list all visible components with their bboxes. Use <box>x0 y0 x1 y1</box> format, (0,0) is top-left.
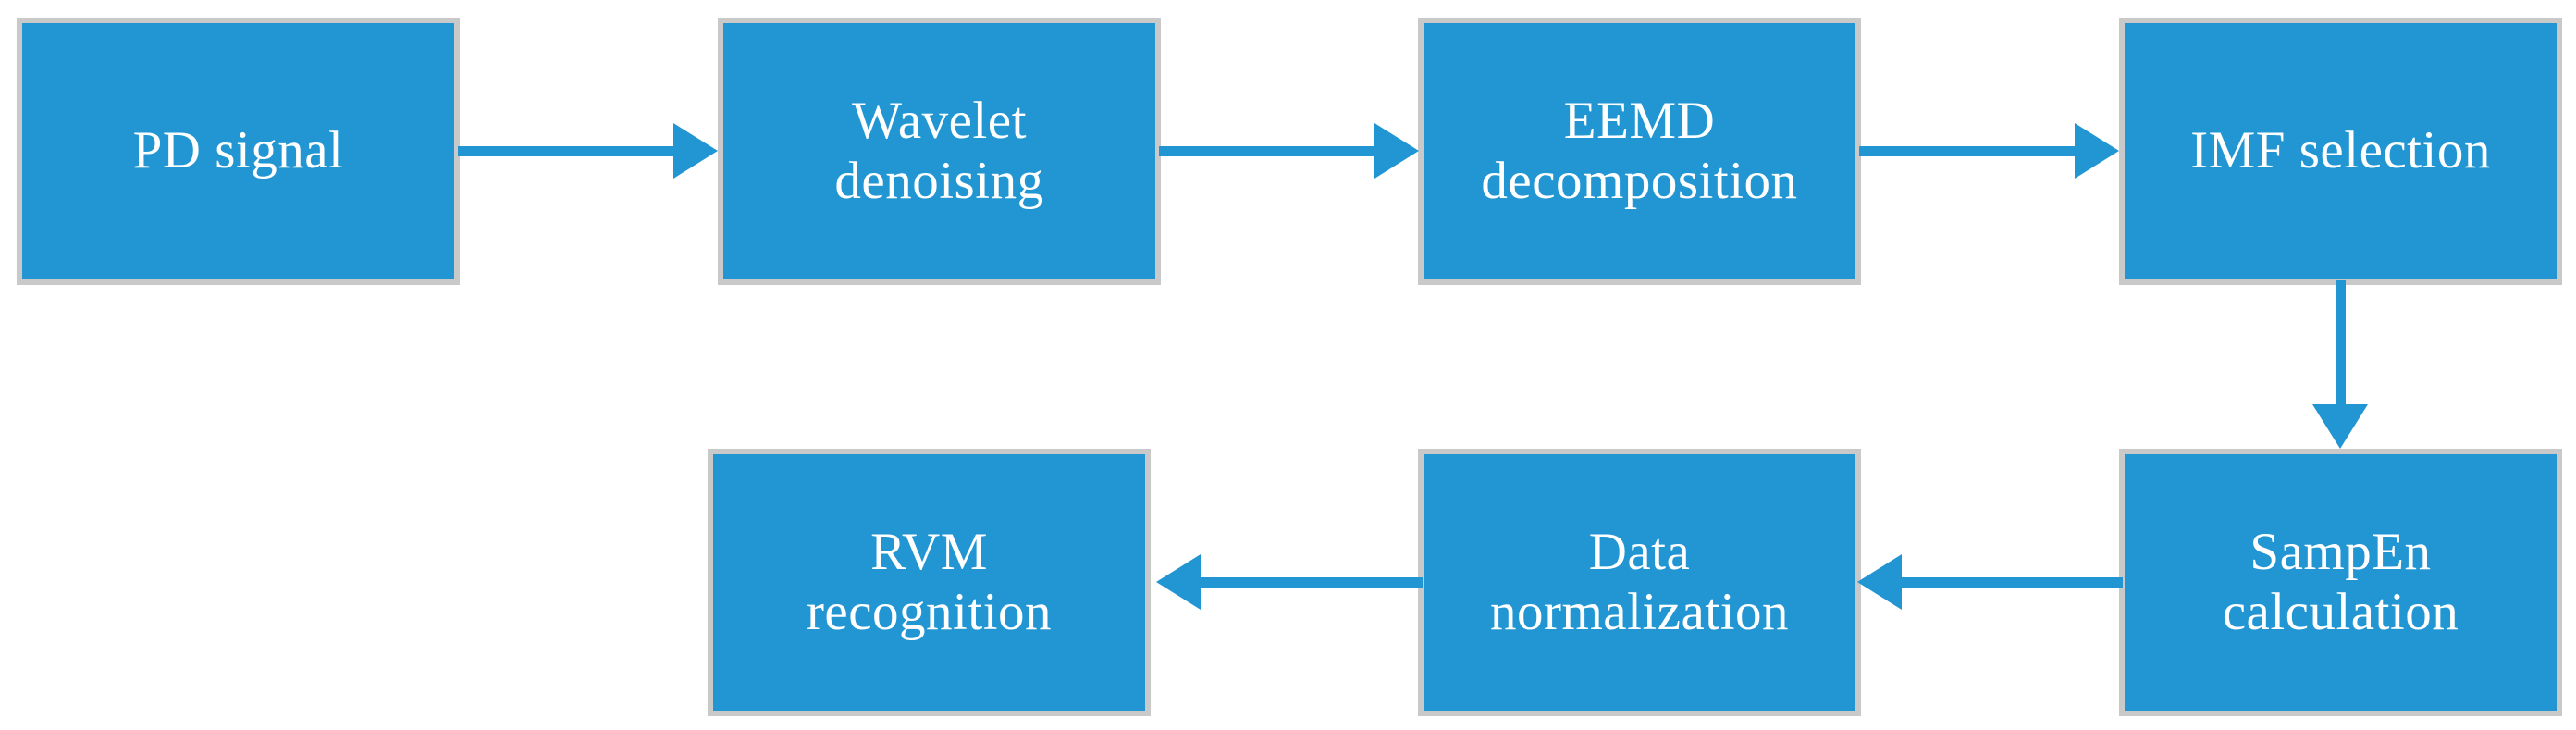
node-eemd-decomposition[interactable]: EEMD decomposition <box>1418 18 1861 285</box>
arrow-left-icon <box>1156 554 1201 610</box>
edge-line <box>1159 146 1381 156</box>
node-pd-signal-label: PD signal <box>132 121 344 180</box>
node-rvm-recognition-label: RVM recognition <box>806 522 1053 641</box>
node-wavelet-denoising[interactable]: Wavelet denoising <box>718 18 1161 285</box>
node-data-normalization[interactable]: Data normalization <box>1418 449 1861 716</box>
arrow-down-icon <box>2312 404 2368 449</box>
edge-line <box>2336 280 2346 407</box>
node-sampen-calculation-label: SampEn calculation <box>2222 522 2459 641</box>
arrow-right-icon <box>1374 123 1419 179</box>
edge-line <box>458 146 680 156</box>
node-sampen-calculation[interactable]: SampEn calculation <box>2119 449 2562 716</box>
node-imf-selection[interactable]: IMF selection <box>2119 18 2562 285</box>
node-data-normalization-label: Data normalization <box>1489 522 1790 641</box>
node-rvm-recognition[interactable]: RVM recognition <box>708 449 1151 716</box>
arrow-left-icon <box>1857 554 1902 610</box>
edge-line <box>1901 577 2123 588</box>
arrow-right-icon <box>2075 123 2119 179</box>
node-pd-signal[interactable]: PD signal <box>17 18 460 285</box>
arrow-right-icon <box>673 123 718 179</box>
edge-line <box>1859 146 2081 156</box>
node-imf-selection-label: IMF selection <box>2190 121 2491 180</box>
node-eemd-decomposition-label: EEMD decomposition <box>1481 91 1798 210</box>
node-wavelet-denoising-label: Wavelet denoising <box>834 91 1044 210</box>
edge-line <box>1201 577 1423 588</box>
